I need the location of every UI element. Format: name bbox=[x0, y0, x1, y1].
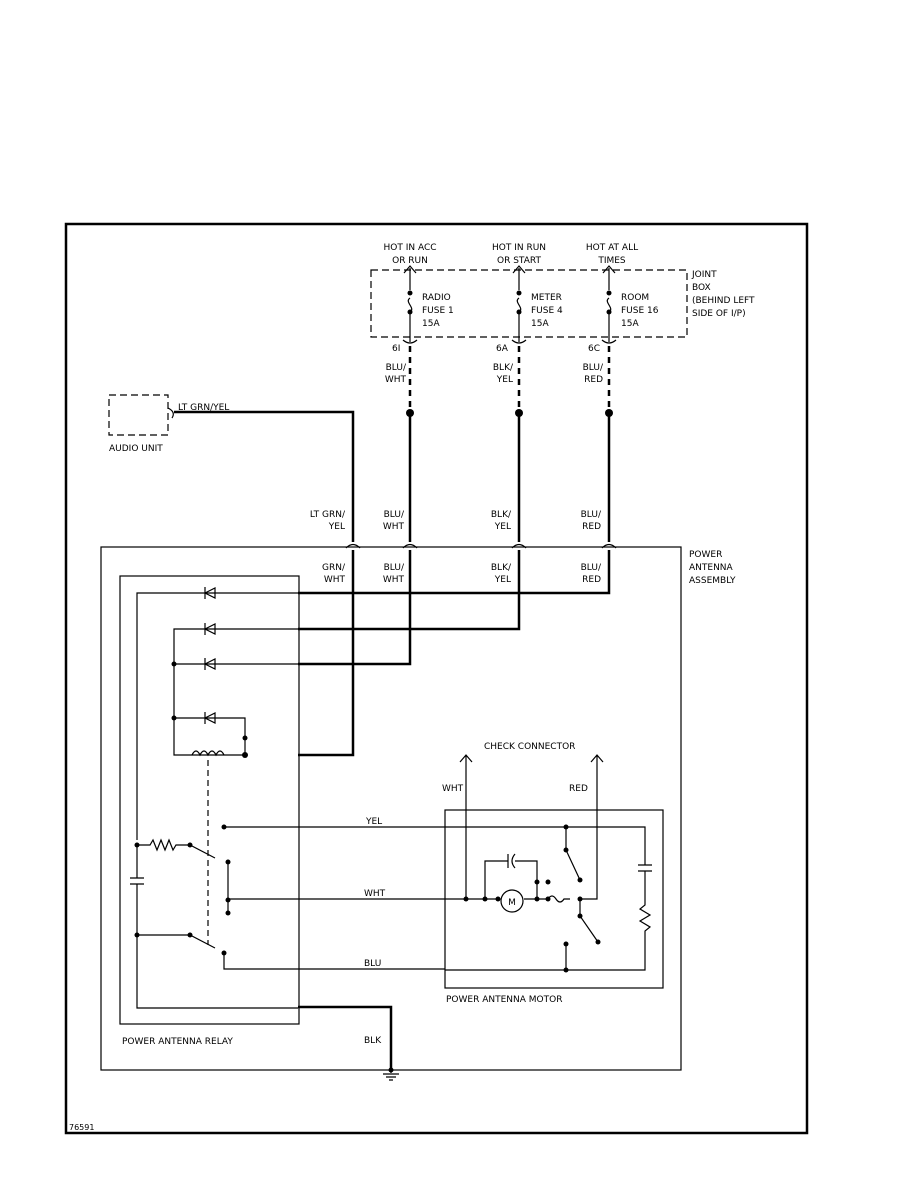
power-source-acc-line1: HOT IN ACC bbox=[383, 243, 436, 253]
fuse-radio-amp: 15A bbox=[422, 319, 440, 329]
svg-text:SIDE OF I/P): SIDE OF I/P) bbox=[692, 309, 746, 319]
fuse-meter-number: FUSE 4 bbox=[531, 306, 563, 316]
wire-label-blu: BLU bbox=[364, 959, 381, 969]
power-source-all-line2: TIMES bbox=[597, 256, 626, 266]
ground-wire-label: BLK bbox=[364, 1036, 382, 1046]
svg-text:RED: RED bbox=[582, 522, 601, 532]
svg-text:BLU/: BLU/ bbox=[384, 510, 405, 520]
assembly-label: POWER ANTENNA ASSEMBLY bbox=[689, 550, 736, 586]
joint-box-label: JOINT BOX (BEHIND LEFT SIDE OF I/P) bbox=[691, 270, 755, 319]
joint-box-connectors: 6I 6A 6C bbox=[392, 339, 617, 354]
fuse-radio-name: RADIO bbox=[422, 293, 451, 303]
svg-text:YEL: YEL bbox=[496, 375, 513, 385]
wire-lt-grn-yel bbox=[174, 410, 355, 542]
svg-text:BLU/: BLU/ bbox=[386, 363, 407, 373]
audio-unit-box bbox=[108, 394, 169, 436]
check-connector-label: CHECK CONNECTOR bbox=[484, 742, 575, 752]
relay-switches bbox=[130, 824, 445, 970]
joint-box-wire-labels: BLU/ WHT BLK/ YEL BLU/ RED bbox=[385, 363, 604, 385]
audio-unit-wire-label: LT GRN/YEL bbox=[178, 403, 229, 413]
pin-6a: 6A bbox=[496, 344, 509, 354]
svg-text:RED: RED bbox=[584, 375, 603, 385]
svg-text:BLK/: BLK/ bbox=[491, 510, 512, 520]
svg-text:YEL: YEL bbox=[328, 522, 345, 532]
svg-text:JOINT: JOINT bbox=[691, 270, 717, 280]
svg-text:BLK/: BLK/ bbox=[491, 563, 512, 573]
fuse-radio: RADIO FUSE 1 15A bbox=[403, 265, 454, 342]
svg-text:RED: RED bbox=[582, 575, 601, 585]
power-source-acc-line2: OR RUN bbox=[392, 256, 428, 266]
relay-ground-path bbox=[136, 935, 298, 1009]
svg-text:WHT: WHT bbox=[385, 375, 407, 385]
fuse-room: ROOM FUSE 16 15A bbox=[602, 265, 659, 342]
figure-id: 76591 bbox=[69, 1123, 94, 1132]
wire-label-wht: WHT bbox=[364, 889, 386, 899]
svg-text:LT GRN/: LT GRN/ bbox=[310, 510, 346, 520]
fuse-meter: METER FUSE 4 15A bbox=[512, 265, 563, 342]
relay-label: POWER ANTENNA RELAY bbox=[122, 1037, 233, 1047]
wires-to-assembly bbox=[408, 413, 611, 542]
fuse-room-amp: 15A bbox=[621, 319, 639, 329]
svg-text:ASSEMBLY: ASSEMBLY bbox=[689, 576, 736, 586]
inner-connector-labels: GRN/ WHT BLU/ WHT BLK/ YEL BLU/ RED bbox=[322, 563, 602, 585]
svg-text:BLU/: BLU/ bbox=[583, 363, 604, 373]
motor-label: POWER ANTENNA MOTOR bbox=[446, 995, 562, 1005]
joint-box bbox=[370, 269, 688, 338]
motor-internals: M bbox=[445, 824, 652, 973]
svg-text:POWER: POWER bbox=[689, 550, 722, 560]
wire-label-yel: YEL bbox=[365, 817, 382, 827]
wire-blk bbox=[298, 1005, 393, 1070]
pin-6i: 6I bbox=[392, 344, 400, 354]
pin-6c: 6C bbox=[588, 344, 600, 354]
svg-text:WHT: WHT bbox=[383, 575, 405, 585]
wire-blk-yel-inner bbox=[298, 550, 521, 631]
relay-internals bbox=[136, 587, 298, 945]
fuse-meter-name: METER bbox=[531, 293, 562, 303]
power-source-run: HOT IN RUN OR START bbox=[492, 243, 546, 266]
svg-text:(BEHIND LEFT: (BEHIND LEFT bbox=[692, 296, 755, 306]
power-source-all-line1: HOT AT ALL bbox=[586, 243, 638, 253]
svg-text:ANTENNA: ANTENNA bbox=[689, 563, 734, 573]
diagram-frame bbox=[64, 222, 809, 1135]
motor-icon bbox=[500, 889, 524, 913]
power-source-run-line1: HOT IN RUN bbox=[492, 243, 546, 253]
power-source-all: HOT AT ALL TIMES bbox=[586, 243, 638, 266]
svg-text:YEL: YEL bbox=[494, 575, 511, 585]
wire-blu-wht-inner bbox=[298, 550, 412, 666]
power-source-run-line2: OR START bbox=[497, 256, 541, 266]
check-connector-wht: WHT bbox=[442, 784, 464, 794]
check-connector-red: RED bbox=[569, 784, 588, 794]
audio-unit-connector bbox=[167, 407, 174, 419]
wire-grn-wht-inner bbox=[298, 550, 355, 757]
upper-connector-labels: LT GRN/ YEL BLU/ WHT BLK/ YEL BLU/ RED bbox=[310, 510, 602, 532]
svg-text:BOX: BOX bbox=[692, 283, 711, 293]
svg-text:YEL: YEL bbox=[494, 522, 511, 532]
wire-blu-red-inner bbox=[298, 550, 611, 595]
motor-symbol: M bbox=[508, 898, 516, 908]
power-antenna-relay-box bbox=[119, 575, 300, 1025]
fuse-radio-number: FUSE 1 bbox=[422, 306, 454, 316]
power-antenna-assembly-box bbox=[100, 546, 682, 1071]
audio-unit-label: AUDIO UNIT bbox=[109, 444, 163, 454]
check-connector-red-wire bbox=[580, 754, 604, 900]
fuse-meter-amp: 15A bbox=[531, 319, 549, 329]
fuse-room-number: FUSE 16 bbox=[621, 306, 659, 316]
svg-text:WHT: WHT bbox=[324, 575, 346, 585]
svg-text:BLK/: BLK/ bbox=[493, 363, 514, 373]
fuse-room-name: ROOM bbox=[621, 293, 649, 303]
svg-text:BLU/: BLU/ bbox=[581, 510, 602, 520]
power-source-acc: HOT IN ACC OR RUN bbox=[383, 243, 436, 266]
svg-text:BLU/: BLU/ bbox=[384, 563, 405, 573]
svg-text:WHT: WHT bbox=[383, 522, 405, 532]
svg-text:GRN/: GRN/ bbox=[322, 563, 346, 573]
svg-text:BLU/: BLU/ bbox=[581, 563, 602, 573]
